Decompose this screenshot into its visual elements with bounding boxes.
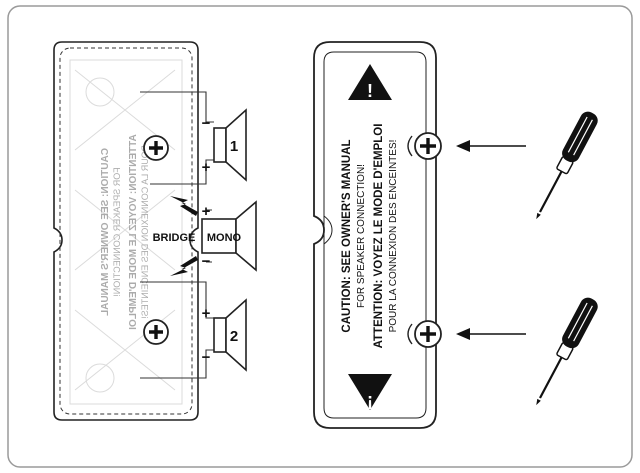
speaker-1-minus: − xyxy=(202,115,211,132)
bridge-label: BRIDGE xyxy=(153,232,196,244)
faint-attention-line2: POUR LA CONNEXION DES ENCEINTES! xyxy=(140,145,150,319)
speaker-1-plus: + xyxy=(202,159,211,176)
speaker-2-label: 2 xyxy=(230,328,238,345)
warning-symbol-bottom: ! xyxy=(367,392,373,412)
warning-triangle-icon: ! xyxy=(348,64,392,101)
mono-minus: − xyxy=(202,253,211,270)
attention-line2: POUR LA CONNEXION DES ENCEINTES! xyxy=(388,140,399,333)
mono-plus: + xyxy=(202,203,211,220)
arrow-icon xyxy=(456,140,526,152)
faint-attention-line1: ATTENTION: VOYEZ LE MODE D'EMPLOI xyxy=(128,134,139,330)
screw-icon xyxy=(143,319,169,345)
warning-symbol-top: ! xyxy=(367,81,373,101)
faint-caution-line1: CAUTION: SEE OWNER'S MANUAL xyxy=(100,148,111,316)
mono-label: MONO xyxy=(207,232,242,244)
screwdriver-icon xyxy=(536,297,598,406)
faint-cover-label: CAUTION: SEE OWNER'S MANUAL FOR SPEAKER … xyxy=(69,59,183,405)
screw-icon xyxy=(407,132,442,160)
speaker-2-plus: + xyxy=(202,305,211,322)
speaker-wires xyxy=(140,91,214,379)
faint-caution-line2: FOR SPEAKER CONNECTION! xyxy=(112,167,122,297)
terminal-strip-left: CAUTION: SEE OWNER'S MANUAL FOR SPEAKER … xyxy=(53,41,199,421)
speaker-1-label: 1 xyxy=(230,138,238,155)
speaker-icon-1 xyxy=(213,108,247,182)
screw-icon xyxy=(143,135,169,161)
screw-icon xyxy=(407,320,442,348)
attention-line1: ATTENTION: VOYEZ LE MODE D'EMPLOI xyxy=(373,124,385,349)
speaker-icon-mono xyxy=(201,200,257,272)
speaker-2-minus: − xyxy=(202,349,211,366)
screwdriver-icon xyxy=(536,111,598,220)
caution-line1: CAUTION: SEE OWNER'S MANUAL xyxy=(341,139,353,332)
warning-triangle-icon: ! xyxy=(348,374,392,412)
lightning-icon xyxy=(170,196,198,276)
caution-line2: FOR SPEAKER CONNECTION! xyxy=(356,164,367,308)
speaker-icon-2 xyxy=(213,298,247,372)
arrow-icon xyxy=(456,328,526,340)
terminal-cover-right: ! ! CAUTION: SEE OWNER'S MANUAL FOR SPEA… xyxy=(313,41,442,429)
